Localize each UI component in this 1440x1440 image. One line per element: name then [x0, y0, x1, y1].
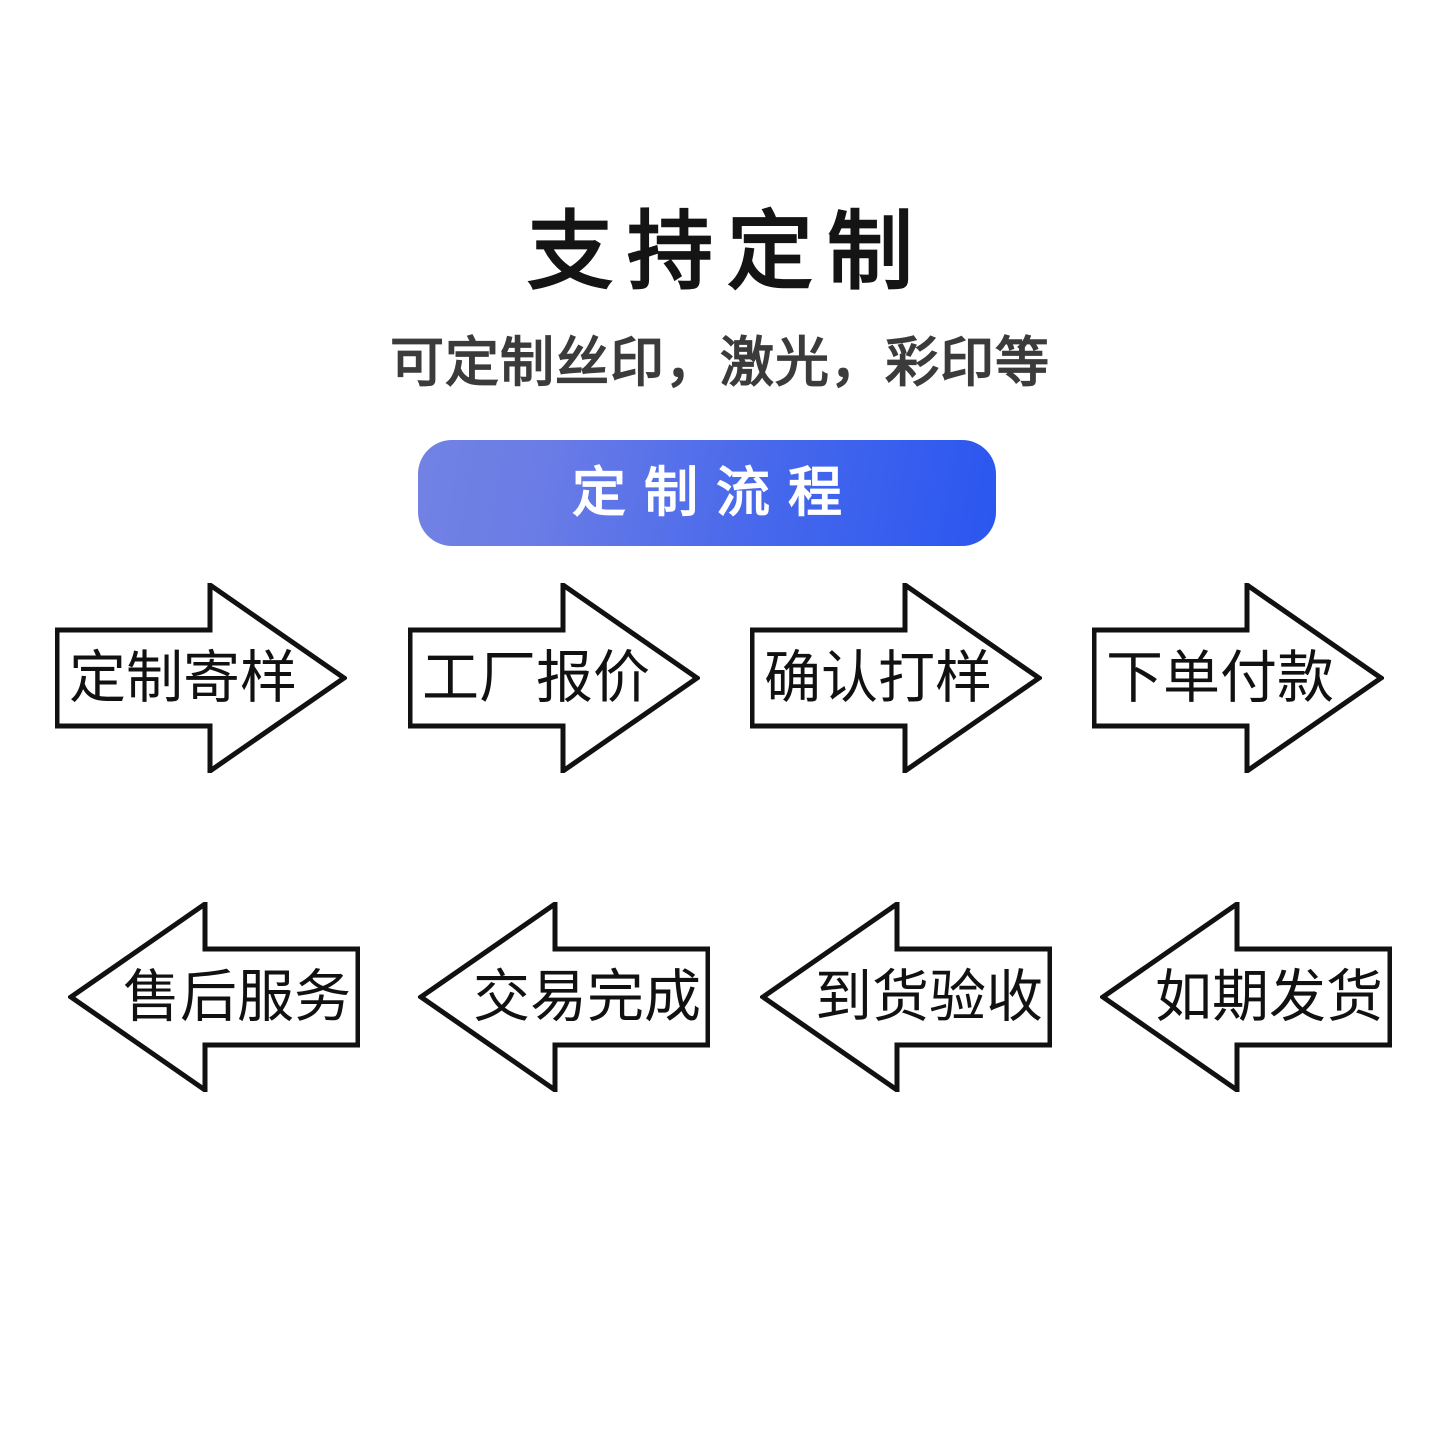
flow-step-2-label: 工厂报价	[422, 646, 650, 710]
page-title: 支持定制	[527, 204, 927, 300]
flow-step-3-label: 确认打样	[764, 646, 992, 710]
arrow-left-icon	[760, 902, 1052, 1092]
flow-step-3: 确认打样	[750, 583, 1042, 773]
flow-step-1: 定制寄样	[55, 583, 347, 773]
arrow-left-icon	[1100, 902, 1392, 1092]
arrow-right-icon	[1092, 583, 1384, 773]
flow-step-2: 工厂报价	[408, 583, 700, 773]
flow-step-7: 交易完成	[418, 902, 710, 1092]
flow-step-5-label: 如期发货	[1155, 965, 1383, 1029]
flow-step-1-label: 定制寄样	[69, 646, 297, 710]
flow-step-8-label: 售后服务	[123, 965, 351, 1029]
flow-step-8: 售后服务	[68, 902, 360, 1092]
page-subtitle: 可定制丝印，激光，彩印等	[390, 333, 1050, 393]
flow-step-6: 到货验收	[760, 902, 1052, 1092]
arrow-left-icon	[418, 902, 710, 1092]
flow-step-4: 下单付款	[1092, 583, 1384, 773]
section-badge-label: 定制流程	[572, 463, 860, 523]
arrow-right-icon	[750, 583, 1042, 773]
arrow-right-icon	[55, 583, 347, 773]
flow-step-7-label: 交易完成	[473, 965, 701, 1029]
arrow-right-icon	[408, 583, 700, 773]
flow-step-5: 如期发货	[1100, 902, 1392, 1092]
flow-step-4-label: 下单付款	[1106, 646, 1334, 710]
flow-step-6-label: 到货验收	[815, 965, 1043, 1029]
section-badge-custom-process: 定制流程	[418, 440, 996, 546]
arrow-left-icon	[68, 902, 360, 1092]
